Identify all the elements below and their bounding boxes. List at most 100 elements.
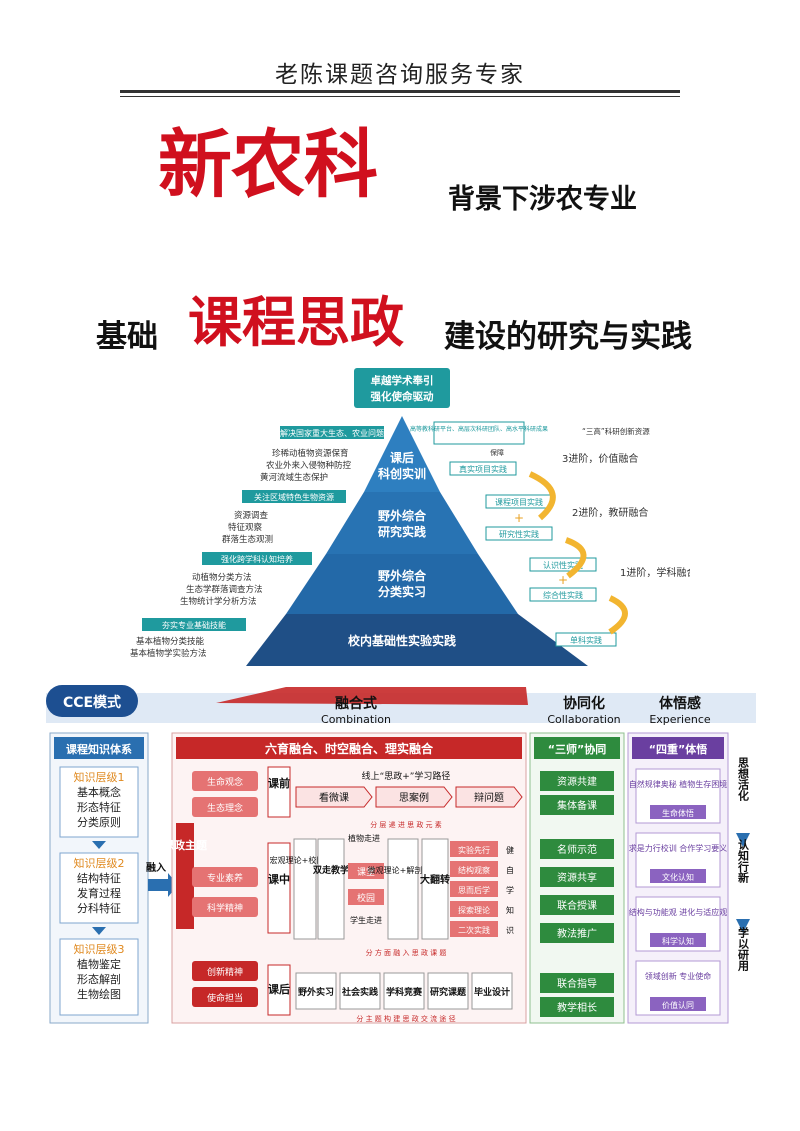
collab-box-3 <box>540 839 614 859</box>
level3-line1: 植物鉴定 <box>77 957 121 971</box>
level1-line1: 基本概念 <box>77 785 121 799</box>
exp-card-text-3: 结构与功能观 进化与适应观 <box>629 907 728 917</box>
exp-tag-text-3: 科学认知 <box>662 936 694 946</box>
tier1-right-sub: 保障 <box>490 448 504 457</box>
exp-card-text-1: 自然规律奥秘 植物生存困境 <box>629 779 728 789</box>
pyramid-diagram: 卓越学术奉引 强化使命驱动 课后 科创实训 野外综合 研究实践 野外综合 分类实… <box>130 368 690 666</box>
tier3-tag <box>202 552 312 565</box>
tier4-item-2: 基本植物学实验方法 <box>130 648 207 659</box>
value-box-1 <box>192 771 258 791</box>
title2-prefix: 基础 <box>96 319 158 355</box>
in-class-label: 课中 <box>268 872 290 886</box>
step-text-1: 看微课 <box>319 791 349 804</box>
tier3-right-box-text: 认识性实践 <box>543 560 583 570</box>
apex-line-1: 卓越学术奉引 <box>371 374 434 387</box>
dual-box <box>317 838 345 940</box>
level3-title: 知识层级3 <box>74 942 125 956</box>
tier4-tag <box>142 618 246 631</box>
tier1-right-box2 <box>449 461 517 476</box>
pre-class-label: 课前 <box>268 776 290 790</box>
collab-box-7 <box>540 973 614 993</box>
plus-icon: + <box>514 511 524 525</box>
exp-tag-text-1: 生命体悟 <box>662 808 694 818</box>
tier2-progress: 2进阶，教研融合 <box>572 506 648 519</box>
collaboration-header: “三师”协同 <box>548 742 606 756</box>
experience-en: Experience <box>649 713 711 726</box>
level3-line2: 形态解剖 <box>77 972 121 986</box>
level1-line2: 形态特征 <box>77 800 121 814</box>
tier1-right-box <box>433 421 525 445</box>
tier4-item-1: 基本植物分类技能 <box>136 636 205 647</box>
post-item-text-5: 毕业设计 <box>474 986 510 998</box>
pyramid-layer-3 <box>286 554 518 614</box>
tier1-label-2: 科创实训 <box>378 466 426 481</box>
tier3-right-box2-text: 综合性实践 <box>543 590 583 600</box>
tier2-right-box2 <box>485 526 553 541</box>
pyramid-layer-1 <box>364 416 440 492</box>
header-rule <box>120 90 680 93</box>
merge-arrow-icon <box>148 873 178 897</box>
theme-bar <box>176 823 194 929</box>
plant-text: 植物走进 <box>348 833 380 843</box>
tier4-tag-text: 夯实专业基础技能 <box>162 620 226 630</box>
flip-box-1 <box>450 841 498 857</box>
flip-text-5: 二次实践 <box>458 925 490 935</box>
knowledge-header-box <box>54 737 144 759</box>
tier3-item-2: 生态学群落调查方法 <box>186 584 263 595</box>
down-arrow-icon <box>736 833 750 847</box>
tier1-item-1: 珍稀动植物资源保育 <box>272 448 349 459</box>
tier1-item-3: 黄河流域生态保护 <box>260 472 328 483</box>
tier3-tag-text: 强化跨学科认知培养 <box>221 554 293 564</box>
value-text-2: 生态理念 <box>207 802 243 814</box>
level2-line1: 结构特征 <box>77 871 121 885</box>
step-box-2 <box>375 786 453 808</box>
merge-label: 融入 <box>146 861 166 874</box>
title-keyword: 新农科 <box>158 122 378 208</box>
level2-title: 知识层级2 <box>74 856 125 870</box>
collab-box-8 <box>540 997 614 1017</box>
experience-title: 体悟感 <box>659 695 701 712</box>
post-class-label: 课后 <box>268 982 290 996</box>
flip-box-5 <box>450 921 498 937</box>
progress-arrow <box>608 595 628 635</box>
collaboration-en: Collaboration <box>547 713 620 726</box>
title-subtext: 背景下涉农专业 <box>448 184 637 215</box>
post-item-text-4: 研究课题 <box>430 986 467 998</box>
post-item-3 <box>383 972 425 1010</box>
header-rule-thin <box>120 96 680 97</box>
exp-tag-3 <box>650 933 706 947</box>
tier1-tag <box>280 426 384 439</box>
pre-class-label-box <box>267 766 291 818</box>
value-text-1: 生命观念 <box>207 776 243 788</box>
big-flip-text: 大翻转 <box>420 873 450 886</box>
value-text-5: 创新精神 <box>207 966 243 978</box>
band-1: 分 层 递 进 思 政 元 素 <box>370 820 442 829</box>
tier1-right-text: 高等教科研平台、高层次科研团队、高水平科研成果 <box>410 425 548 433</box>
tier2-label-2: 研究实践 <box>378 524 426 539</box>
collaboration-header-box <box>534 737 620 759</box>
pre-path: 线上“思政+”学习路径 <box>362 770 451 782</box>
tier3-label-1: 野外综合 <box>378 568 427 583</box>
down-arrow-icon <box>736 919 750 933</box>
tier2-right-box-text: 课程项目实践 <box>495 497 543 507</box>
campus-box <box>348 889 384 905</box>
collab-box-5 <box>540 895 614 915</box>
chain-5: 识 <box>506 926 514 935</box>
tier3-progress: 1进阶，学科融合 <box>620 566 690 579</box>
page-header: 老陈课题咨询服务专家 <box>275 62 525 88</box>
collab-text-5: 联合授课 <box>557 899 597 912</box>
class-text: 课堂 <box>357 866 375 878</box>
collab-box-6 <box>540 923 614 943</box>
cce-badge-text: CCE模式 <box>63 694 121 711</box>
tier2-tag <box>242 490 346 503</box>
value-text-3: 专业素养 <box>207 872 243 884</box>
tier1-item-2: 农业外来入侵物种防控 <box>266 460 352 471</box>
tier2-item-3: 群落生态观测 <box>222 534 273 545</box>
campus-text: 校园 <box>357 892 375 904</box>
micro-text: 微观理论+解剖实验 <box>368 865 439 875</box>
exp-tag-4 <box>650 997 706 1011</box>
step-text-3: 辩问题 <box>474 791 504 804</box>
experience-header: “四重”体悟 <box>649 742 707 756</box>
flip-text-3: 思而后学 <box>458 885 490 895</box>
collab-box-1 <box>540 771 614 791</box>
